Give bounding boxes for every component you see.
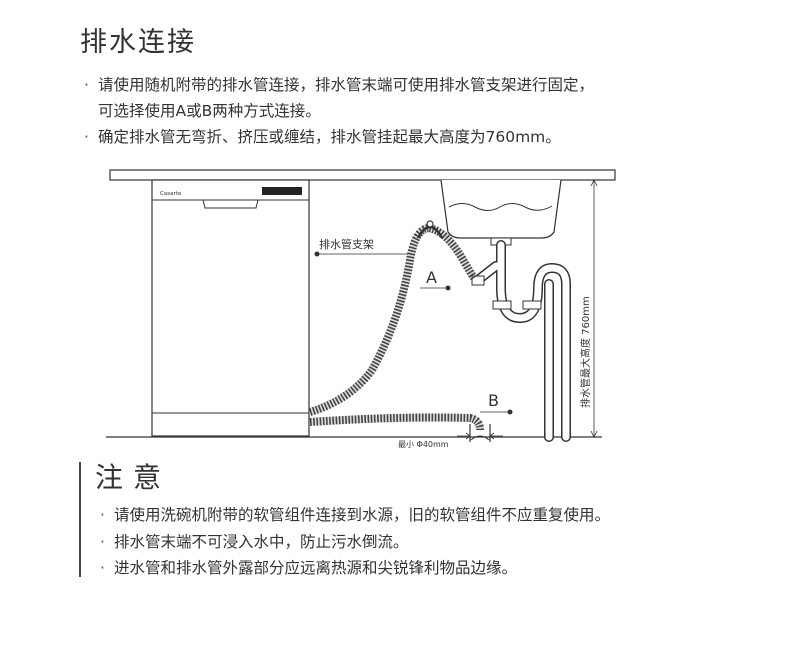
countertop [109,169,616,181]
max-height-label: 排水管最大高度 760mm [579,296,592,408]
instruction-item: 请使用随机附带的排水管连接，排水管末端可使用排水管支架进行固定， [82,72,782,98]
floor-drain [469,424,491,442]
sink [440,179,562,246]
notice-item: 进水管和排水管外露部分应远离热源和尖锐锋利物品边缘。 [98,555,778,582]
brand-logo: Casarte [160,191,182,197]
notice-accent-bar [79,462,81,577]
bracket-label: 排水管支架 [319,237,374,251]
notice-list: 请使用洗碗机附带的软管组件连接到水源，旧的软管组件不应重复使用。 排水管末端不可… [98,502,778,582]
option-a-label: A [426,268,437,287]
instruction-item-continued: 可选择使用A或B两种方式连接。 [98,102,321,120]
section-title: 排水连接 [80,27,196,58]
min-diameter-label: 最小 Φ40mm [398,440,449,449]
drain-hose-a [308,223,478,416]
instruction-item: 确定排水管无弯折、挤压或缠结，排水管挂起最大高度为760mm。 [82,124,782,150]
dishwasher: Casarte [151,179,310,437]
notice-item: 排水管末端不可浸入水中，防止污水倒流。 [98,529,778,556]
option-b-label: B [488,391,499,410]
notice-title: 注意 [95,461,172,494]
drain-connection-diagram: Casarte 最小 Φ40mm 排水管支架 A B 排水管最大高度 760mm [106,169,616,449]
drain-hose-b [309,413,484,431]
drain-instructions: 请使用随机附带的排水管连接，排水管末端可使用排水管支架进行固定， 可选择使用A或… [82,72,782,150]
control-display [262,187,302,195]
door-handle [202,199,259,209]
notice-item: 请使用洗碗机附带的软管组件连接到水源，旧的软管组件不应重复使用。 [98,502,778,529]
